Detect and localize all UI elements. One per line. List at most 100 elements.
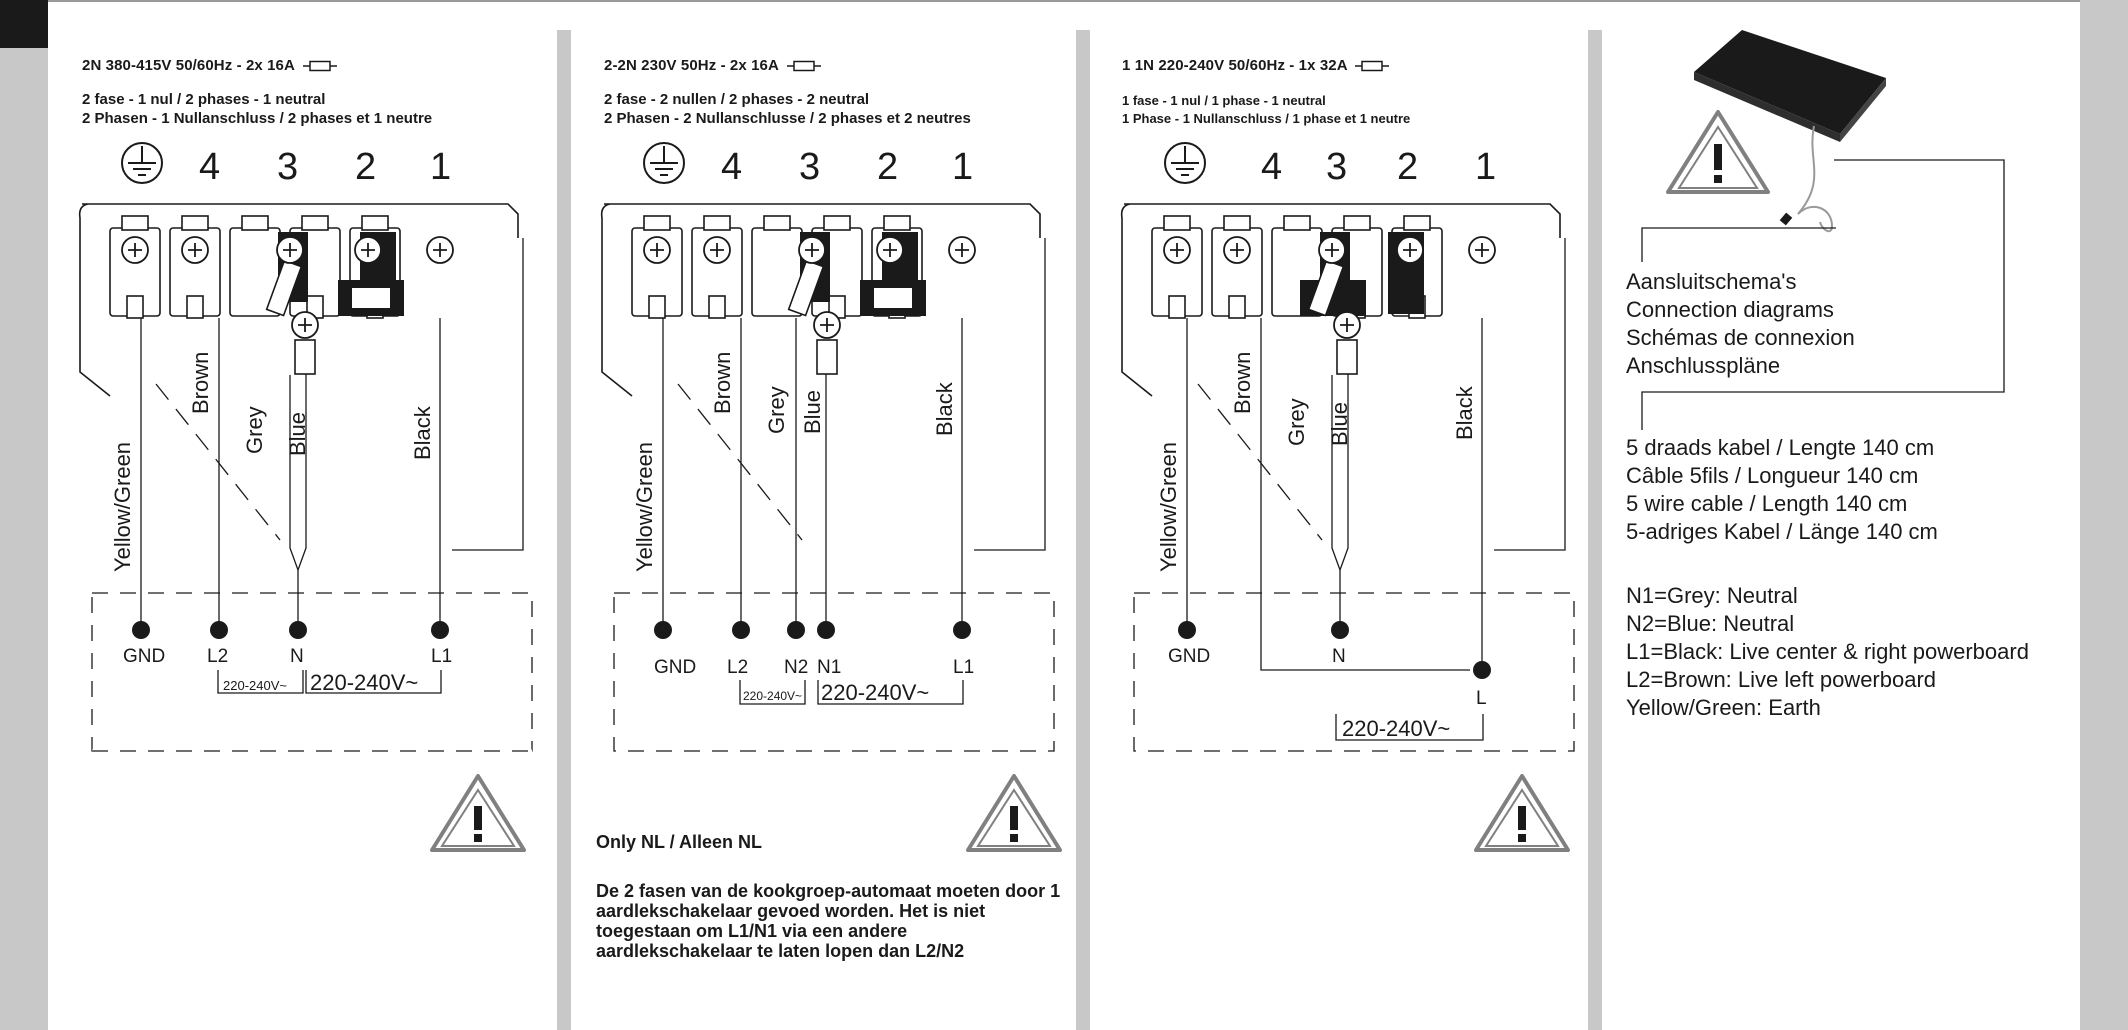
warning-triangle-icon xyxy=(966,774,1062,852)
diagram-panel-3: 1 1N 220-240V 50/60Hz - 1x 32A 1 fase - … xyxy=(1040,0,1590,1030)
subheader-line-1: 2 fase - 2 nullen / 2 phases - 2 neutral xyxy=(604,91,870,108)
wiring-diagram: Yellow/Green Brown Grey Blue Black GND N… xyxy=(1120,142,1575,852)
wire-label-black: Black xyxy=(1452,385,1477,440)
wire-label-black: Black xyxy=(410,405,435,460)
terminal-number: 1 xyxy=(952,146,974,188)
terminal-label-gnd: GND xyxy=(1168,646,1210,667)
wiring-diagram: Yellow/Green Brown Grey Blue Black GND L… xyxy=(600,142,1062,852)
wire-label-yellow-green: Yellow/Green xyxy=(1156,442,1181,572)
cable-sheath-line xyxy=(155,383,281,541)
panel-divider-1 xyxy=(557,30,571,1030)
ground-symbol-icon xyxy=(1164,142,1206,184)
info-panel: Aansluitschema's Connection diagrams Sch… xyxy=(1602,0,2080,1030)
page-tab xyxy=(0,0,48,48)
terminal-label-n: N xyxy=(290,646,304,667)
wires xyxy=(1186,238,1566,671)
wire-label-blue: Blue xyxy=(1327,402,1352,446)
wire-label-blue: Blue xyxy=(800,390,825,434)
terminal-number: 4 xyxy=(721,146,743,188)
supply-terminals xyxy=(132,621,449,639)
supply-box-dashed xyxy=(1133,592,1575,752)
terminal-label-gnd: GND xyxy=(123,646,165,667)
cable-spec-de: 5-adriges Kabel / Länge 140 cm xyxy=(1626,519,1938,544)
wire-label-blue: Blue xyxy=(285,412,310,456)
wire-label-brown: Brown xyxy=(710,352,735,414)
terminal-block-outline xyxy=(600,203,1041,397)
subheader-line-2: 1 Phase - 1 Nullanschluss / 1 phase et 1… xyxy=(1122,111,1411,126)
blue-terminal-sleeve xyxy=(1336,339,1358,375)
panel-header-text: 2N 380-415V 50/60Hz - 2x 16A xyxy=(82,57,295,74)
top-rule xyxy=(0,0,2128,2)
legend-item: Yellow/Green: Earth xyxy=(1626,695,1821,720)
terminal-number: 3 xyxy=(1326,146,1348,188)
panel-subheader: 2 fase - 1 nul / 2 phases - 1 neutral 2 … xyxy=(82,90,432,128)
voltage-brackets xyxy=(1335,714,1484,741)
panel-header: 1 1N 220-240V 50/60Hz - 1x 32A xyxy=(1122,57,1390,74)
panel-header: 2-2N 230V 50Hz - 2x 16A xyxy=(604,57,821,74)
terminal-number: 2 xyxy=(355,146,377,188)
terminal-number: 2 xyxy=(1397,146,1419,188)
terminal-label-gnd: GND xyxy=(654,657,696,678)
terminal-label-l2: L2 xyxy=(727,657,748,678)
panel-divider-2 xyxy=(1076,30,1090,1030)
ground-symbol-icon xyxy=(643,142,685,184)
panel-subheader: 1 fase - 1 nul / 1 phase - 1 neutral 1 P… xyxy=(1122,92,1410,128)
terminal-number: 4 xyxy=(1261,146,1283,188)
panel-divider-3 xyxy=(1588,30,1602,1030)
diagram-panel-2: 2-2N 230V 50Hz - 2x 16A 2 fase - 2 nulle… xyxy=(520,0,1077,1030)
wire-label-grey: Grey xyxy=(242,406,267,454)
voltage-label-large: 220-240V~ xyxy=(310,670,418,695)
blue-terminal-sleeve xyxy=(294,339,316,375)
voltage-label-large: 220-240V~ xyxy=(1342,716,1450,741)
terminal-label-n2: N2 xyxy=(784,657,808,678)
voltage-brackets xyxy=(739,680,964,705)
cable-spec-fr: Câble 5fils / Longueur 140 cm xyxy=(1626,463,1919,488)
terminal-label-l2: L2 xyxy=(207,646,228,667)
wiring-diagram: Yellow/Green Brown Grey Blue Black GND L… xyxy=(78,142,533,852)
voltage-label-small: 220-240V~ xyxy=(223,678,287,693)
note-body: De 2 fasen van de kookgroep-automaat moe… xyxy=(596,881,1061,961)
terminal-block-outline xyxy=(1120,203,1561,397)
subheader-line-2: 2 Phasen - 1 Nullanschluss / 2 phases et… xyxy=(82,110,433,127)
cable-specs: 5 draads kabel / Lengte 140 cm Câble 5fi… xyxy=(1626,434,1938,546)
cable-spec-nl: 5 draads kabel / Lengte 140 cm xyxy=(1626,435,1935,460)
supply-terminals xyxy=(654,621,971,639)
terminal-screws xyxy=(121,236,454,339)
fuse-icon xyxy=(302,60,337,72)
terminal-label-n1: N1 xyxy=(817,657,841,678)
panel-header-text: 2-2N 230V 50Hz - 2x 16A xyxy=(604,57,779,74)
left-edge-bar xyxy=(0,0,48,1030)
legend-item: L1=Black: Live center & right powerboard xyxy=(1626,639,2029,664)
warning-triangle-icon xyxy=(1666,110,1770,194)
diagram-title-nl: Aansluitschema's xyxy=(1626,269,1797,294)
note-title: Only NL / Alleen NL xyxy=(596,832,763,852)
terminal-number: 3 xyxy=(277,146,299,188)
wire-label-yellow-green: Yellow/Green xyxy=(632,442,657,572)
subheader-line-2: 2 Phasen - 2 Nullanschlusse / 2 phases e… xyxy=(604,110,971,127)
cable-sheath-line xyxy=(1197,383,1323,541)
terminal-label-n: N xyxy=(1332,646,1346,667)
legend-item: L2=Brown: Live left powerboard xyxy=(1626,667,1937,692)
wire-label-brown: Brown xyxy=(1230,352,1255,414)
wire-label-grey: Grey xyxy=(764,386,789,434)
terminal-number: 1 xyxy=(430,146,452,188)
diagram-title-en: Connection diagrams xyxy=(1626,297,1834,322)
panel-header-text: 1 1N 220-240V 50/60Hz - 1x 32A xyxy=(1122,57,1348,74)
ground-symbol-icon xyxy=(121,142,163,184)
terminal-number: 4 xyxy=(199,146,221,188)
info-graphics xyxy=(1641,30,2005,430)
cable-callout-lines xyxy=(1641,159,2005,430)
voltage-brackets xyxy=(217,670,442,694)
terminal-screws xyxy=(1163,236,1496,339)
wire-label-brown: Brown xyxy=(188,352,213,414)
bridge-gap xyxy=(352,288,390,308)
wires xyxy=(662,238,1046,622)
fuse-icon xyxy=(786,60,821,72)
voltage-label-large: 220-240V~ xyxy=(821,680,929,705)
fuse-icon xyxy=(1355,60,1390,72)
right-edge-bar xyxy=(2080,0,2128,1030)
terminal-label-l1: L1 xyxy=(431,646,452,667)
wire-label-black: Black xyxy=(932,381,957,436)
wire-legend: N1=Grey: Neutral N2=Blue: Neutral L1=Bla… xyxy=(1626,582,2029,722)
legend-item: N1=Grey: Neutral xyxy=(1626,583,1798,608)
